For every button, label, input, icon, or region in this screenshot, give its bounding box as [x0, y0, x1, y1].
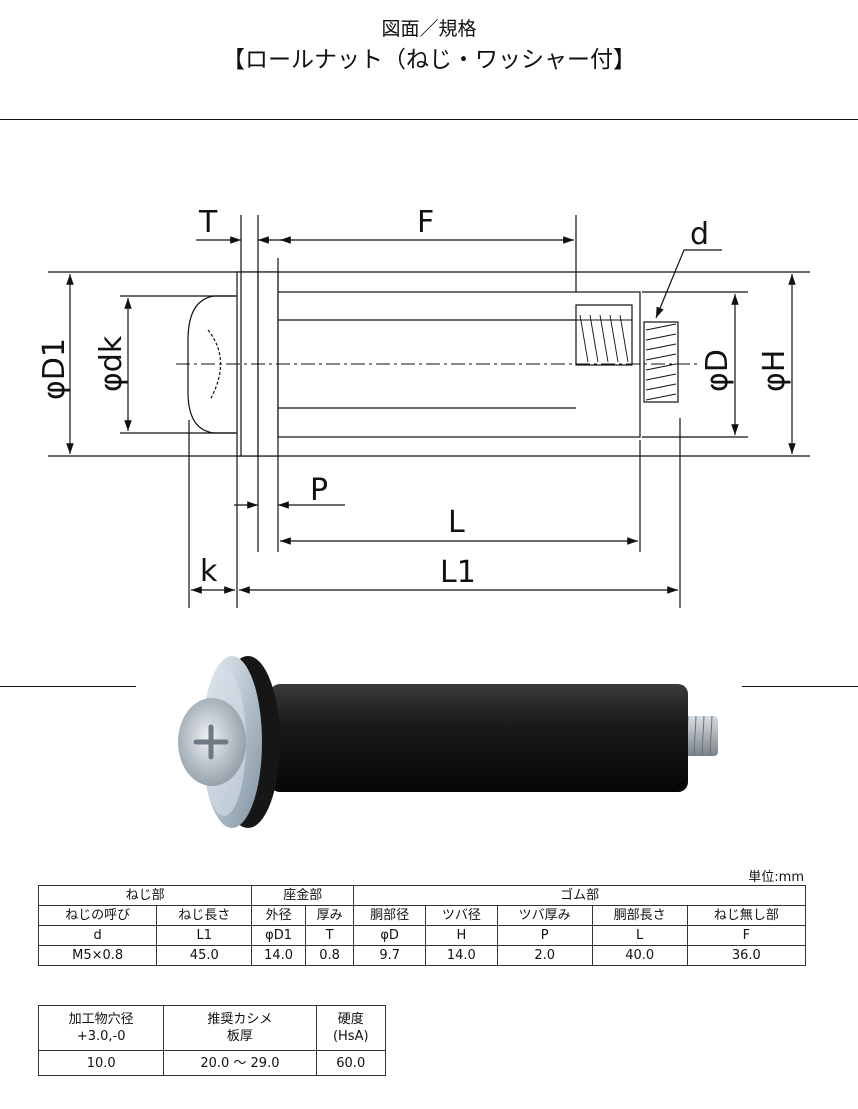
- col-symbol: P: [496, 925, 593, 946]
- label-L: L: [448, 505, 465, 540]
- divider-right: [742, 686, 858, 687]
- hole-table: 加工物穴径 +3.0,-0 推奨カシメ 板厚 硬度 (HsA) 10.0 20.…: [37, 1005, 386, 1076]
- label-H: φH: [757, 350, 792, 392]
- hole-header-line1: 硬度: [337, 1012, 364, 1027]
- col-name: ツバ厚み: [496, 905, 593, 926]
- table-cell: M5×0.8: [37, 945, 158, 966]
- hole-header: 加工物穴径 +3.0,-0: [37, 1005, 165, 1051]
- table-cell: 60.0: [315, 1050, 386, 1076]
- table-cell: 0.8: [304, 945, 355, 966]
- table-cell: 9.7: [353, 945, 426, 966]
- hole-header-line2: 板厚: [226, 1029, 253, 1044]
- divider-left: [0, 686, 136, 687]
- label-k: k: [200, 554, 218, 589]
- table-cell: 45.0: [156, 945, 253, 966]
- col-name: ねじ無し部: [686, 905, 807, 926]
- col-symbol: T: [304, 925, 355, 946]
- hole-header: 硬度 (HsA): [315, 1005, 386, 1051]
- hole-header-line1: 推奨カシメ: [207, 1012, 273, 1027]
- group-washer: 座金部: [251, 885, 355, 906]
- unit-label: 単位:mm: [748, 870, 804, 885]
- spec-table: ねじ部 座金部 ゴム部 ねじの呼び ねじ長さ 外径 厚み 胴部径 ツバ径 ツバ厚…: [37, 885, 807, 966]
- label-d: d: [690, 217, 709, 252]
- col-name: 厚み: [304, 905, 355, 926]
- label-T: T: [198, 205, 218, 240]
- col-symbol: L1: [156, 925, 253, 946]
- col-name: ねじ長さ: [156, 905, 253, 926]
- hole-header-line1: 加工物穴径: [68, 1012, 134, 1027]
- label-dk: φdk: [94, 335, 129, 392]
- col-symbol: H: [425, 925, 498, 946]
- divider-top: [0, 119, 858, 120]
- page-title: 図面／規格: [381, 18, 477, 40]
- table-cell: 14.0: [425, 945, 498, 966]
- col-symbol: φD1: [251, 925, 306, 946]
- col-name: 外径: [251, 905, 306, 926]
- col-symbol: d: [37, 925, 158, 946]
- col-name: 胴部径: [353, 905, 426, 926]
- col-symbol: F: [686, 925, 807, 946]
- label-L1: L1: [440, 555, 476, 590]
- label-D1: φD1: [37, 338, 72, 400]
- table-cell: 2.0: [496, 945, 593, 966]
- col-symbol: φD: [353, 925, 426, 946]
- label-F: F: [417, 205, 434, 240]
- label-P: P: [310, 473, 328, 508]
- dimension-drawing: T F d P L k L1 φD1 φdk φD φH: [37, 205, 810, 608]
- col-symbol: L: [591, 925, 688, 946]
- product-name: 【ロールナット（ねじ・ワッシャー付】: [222, 47, 636, 73]
- label-D: φD: [700, 349, 735, 392]
- table-cell: 20.0 〜 29.0: [163, 1050, 317, 1076]
- col-name: 胴部長さ: [591, 905, 688, 926]
- group-screw: ねじ部: [37, 885, 253, 906]
- hole-header-line2: (HsA): [332, 1029, 369, 1044]
- col-name: ツバ径: [425, 905, 498, 926]
- hole-header: 推奨カシメ 板厚: [163, 1005, 317, 1051]
- table-cell: 14.0: [251, 945, 306, 966]
- table-cell: 40.0: [591, 945, 688, 966]
- table-cell: 10.0: [37, 1050, 165, 1076]
- hole-header-line2: +3.0,-0: [76, 1029, 126, 1044]
- table-cell: 36.0: [686, 945, 807, 966]
- group-rubber: ゴム部: [353, 885, 806, 906]
- col-name: ねじの呼び: [37, 905, 158, 926]
